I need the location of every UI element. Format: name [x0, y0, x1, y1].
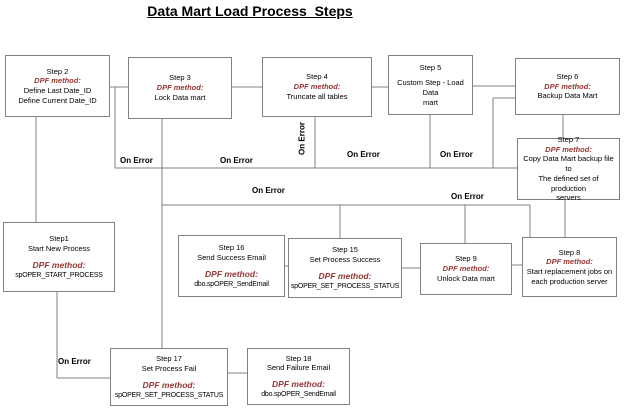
- box-text-line: Step 9: [455, 254, 477, 264]
- box-text-line: Truncate all tables: [286, 91, 348, 101]
- box-text-line: DPF method:: [156, 83, 204, 93]
- box-text-line: mart: [423, 97, 438, 107]
- box-text-line: Step 17: [156, 354, 182, 364]
- on-error-label-3: On Error: [297, 122, 307, 155]
- box-text-line: DPF method:: [272, 379, 325, 390]
- box-text-line: DPF method:: [34, 76, 81, 86]
- box-text-line: Backup Data Mart: [537, 91, 598, 101]
- box-text-line: each production server: [531, 276, 608, 286]
- box-text-line: servers: [556, 193, 581, 203]
- box-text-line: Step1: [49, 234, 69, 244]
- box-text-line: The defined set of production: [538, 173, 599, 193]
- on-error-label-2: On Error: [220, 156, 253, 165]
- box-text-line: Define Current Date_ID: [18, 95, 97, 105]
- box-text-line: dbo.spOPER_SendEmail: [194, 280, 269, 288]
- box-text-line: Step 5: [419, 62, 442, 72]
- box-text-line: spOPER_SET_PROCESS_STATUS: [290, 282, 400, 290]
- box-text-line: DPF method:: [544, 81, 591, 91]
- box-text-line: Unlock Data mart: [437, 273, 495, 283]
- on-error-label-8: On Error: [58, 357, 91, 366]
- on-error-label-1: On Error: [120, 156, 153, 165]
- box-text-line: spOPER_SET_PROCESS_STATUS: [114, 391, 224, 399]
- box-text-line: Step 6: [556, 71, 579, 81]
- box-text-line: DPF method:: [32, 259, 86, 270]
- on-error-label-5: On Error: [440, 150, 473, 159]
- diagram-title: Data Mart Load Process Steps: [147, 3, 353, 19]
- box-text-line: dbo.spOPER_SendEmail: [261, 391, 336, 399]
- box-text-line: spOPER_START_PROCESS: [15, 271, 103, 279]
- box-text-line: Step 7: [557, 134, 580, 144]
- box-text-line: Step 4: [306, 72, 328, 82]
- box-text-line: DPF method:: [318, 270, 372, 281]
- box-text-line: Set Process Success: [309, 254, 381, 264]
- on-error-label-7: On Error: [451, 192, 484, 201]
- box-text-line: Define Last Date_ID: [23, 86, 92, 95]
- box-text-line: Send Failure Email: [266, 363, 331, 373]
- box-text-line: Step 8: [558, 247, 581, 257]
- box-text-line: Set Process Fail: [141, 363, 197, 373]
- box-text-line: DPF method:: [205, 268, 258, 279]
- box-text-line: Copy Data Mart backup file to: [523, 154, 614, 174]
- box-text-line: Step 15: [332, 245, 358, 255]
- box-text-line: DPF method:: [546, 257, 593, 267]
- box-text-line: DPF method:: [545, 144, 592, 154]
- box-text-line: Step 3: [169, 73, 191, 83]
- box-text-line: Step 18: [285, 353, 312, 363]
- on-error-label-6: On Error: [252, 186, 285, 195]
- box-text-line: Lock Data mart: [154, 92, 206, 102]
- on-error-label-4: On Error: [347, 150, 380, 159]
- box-text-line: Step 2: [46, 66, 69, 76]
- box-text-line: DPF method:: [142, 379, 196, 390]
- box-text-line: DPF method:: [293, 82, 341, 92]
- box-text-line: Send Success Email: [197, 252, 266, 262]
- box-text-line: DPF method:: [442, 264, 490, 274]
- box-text-line: Step 16: [218, 243, 245, 253]
- box-text-line: Start New Process: [27, 243, 91, 253]
- box-text-line: Start replacement jobs on: [526, 267, 613, 276]
- box-text-line: Custom Step - Load Data: [397, 78, 464, 97]
